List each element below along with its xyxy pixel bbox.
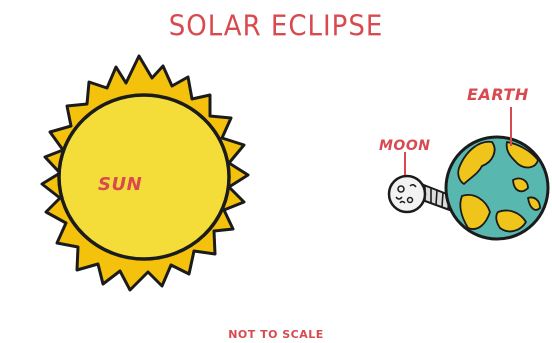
sun-label: SUN — [98, 174, 142, 195]
earth-label: EARTH — [467, 85, 529, 104]
scale-note: NOT TO SCALE — [0, 328, 552, 341]
moon-label: MOON — [379, 138, 430, 154]
diagram-title: SOLAR ECLIPSE — [0, 11, 552, 43]
sun-body — [59, 95, 229, 259]
moon-body — [389, 176, 425, 212]
